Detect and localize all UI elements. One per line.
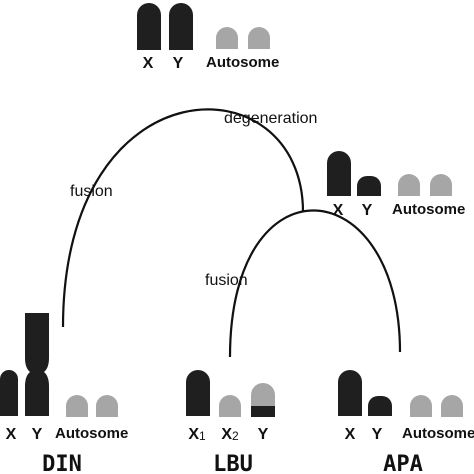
ancestor-autosome-2-base (248, 38, 270, 49)
lbu-x2-chromosome-base (219, 406, 241, 417)
ancestor-x-chromosome-base (137, 30, 161, 50)
lbu-x1-label-subscript: 1 (199, 429, 206, 443)
lbu-x2-label-subscript: 2 (232, 429, 239, 443)
ancestor-y-chromosome-base (169, 30, 193, 50)
intermediate-autosome-2-base (430, 185, 452, 196)
apa-x-chromosome-base (338, 396, 362, 416)
lbu-x1-label-base: X (188, 426, 199, 443)
apa-y-label: Y (372, 426, 383, 443)
ancestor-autosome-1-base (216, 38, 238, 49)
apa-autosome-2-base (441, 406, 463, 417)
ancestor-karyotype: X Y Autosome (137, 3, 279, 72)
ancestor-x-label: X (143, 55, 154, 72)
ancestor-autosome-label: Autosome (206, 54, 279, 71)
outer-arc (61, 108, 305, 328)
lbu-x1-chromosome-base (186, 396, 210, 416)
din-x-label: X (6, 426, 17, 443)
din-karyotype: X Y Autosome (0, 313, 128, 443)
lbu-y-label: Y (258, 426, 269, 443)
lbu-x1-label: X1 (188, 426, 206, 443)
apa-autosome-1-base (410, 406, 432, 417)
apa-autosome-label: Autosome (402, 425, 474, 442)
intermediate-autosome-label: Autosome (392, 201, 465, 218)
intermediate-y-chromosome-base (357, 186, 381, 196)
din-x-chromosome-base (0, 396, 18, 416)
inner-arc (228, 209, 402, 358)
ancestor-y-label: Y (173, 55, 184, 72)
din-autosome-label: Autosome (55, 425, 128, 442)
apa-y-chromosome-base (368, 406, 392, 416)
apa-x-label: X (345, 426, 356, 443)
phylogeny-tree (61, 108, 402, 358)
apa-karyotype: X Y Autosome (338, 370, 474, 443)
fusion-inner-label: fusion (205, 272, 248, 289)
intermediate-autosome-1-base (398, 185, 420, 196)
taxon-din-name: DIN (42, 452, 82, 474)
lbu-x2-label: X2 (221, 426, 239, 443)
intermediate-x-label: X (333, 202, 344, 219)
fusion-left-label: fusion (70, 183, 113, 200)
lbu-neo-y-sex-segment (251, 406, 275, 417)
din-autosome-1-base (66, 406, 88, 417)
taxon-apa-name: APA (383, 452, 423, 474)
din-autosome-2-base (96, 406, 118, 417)
din-fused-y-chromosome (25, 313, 49, 416)
degeneration-label: degeneration (224, 110, 317, 127)
lbu-karyotype: X1 X2 Y (186, 370, 275, 443)
lbu-neo-y-chromosome-mid (251, 396, 275, 406)
intermediate-karyotype: X Y Autosome (327, 151, 465, 219)
intermediate-y-label: Y (362, 202, 373, 219)
taxon-lbu-name: LBU (213, 452, 253, 474)
din-y-label: Y (32, 426, 43, 443)
intermediate-x-chromosome-base (327, 176, 351, 196)
lbu-x2-label-base: X (221, 426, 232, 443)
